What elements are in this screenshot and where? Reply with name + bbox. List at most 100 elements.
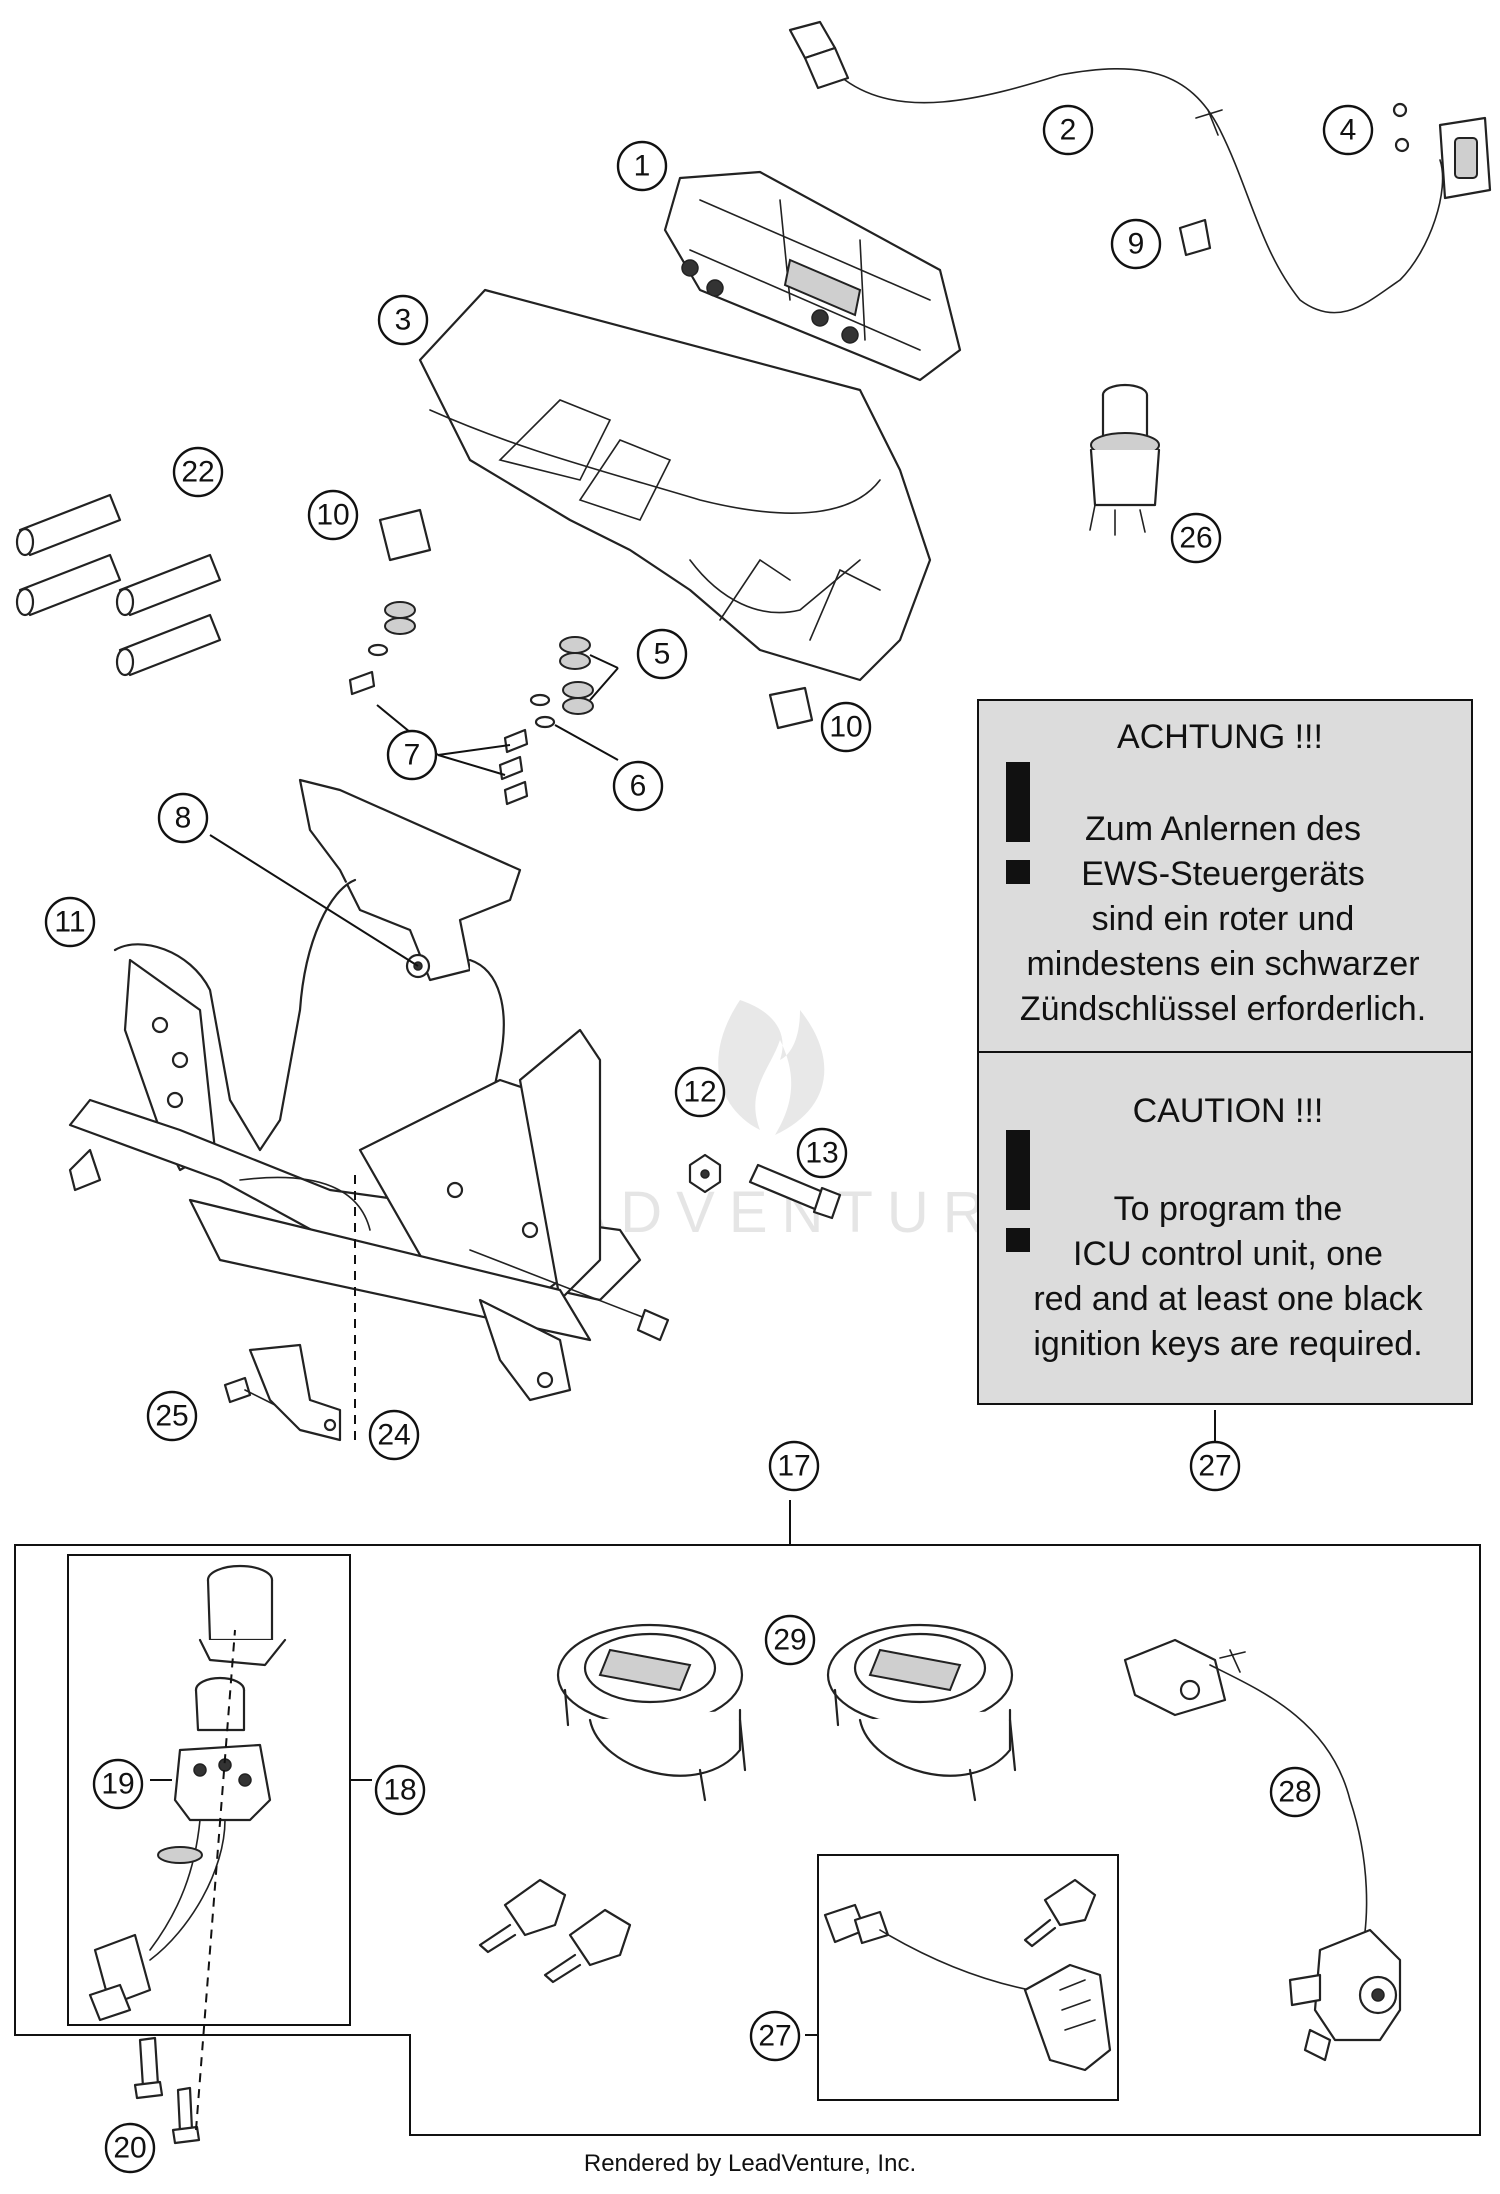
part-keys-black	[478, 1878, 632, 1984]
part-relay-module	[1392, 102, 1492, 200]
svg-text:10: 10	[316, 499, 349, 532]
notice-de-line: sind ein roter und	[1092, 900, 1355, 938]
svg-text:17: 17	[777, 1450, 810, 1483]
callout-25[interactable]: 25	[146, 1390, 198, 1442]
callout-10[interactable]: 10	[307, 489, 359, 541]
notice-en-line: To program the	[1114, 1190, 1343, 1228]
part-grommets	[384, 601, 594, 715]
part-speed-nut-upper	[378, 508, 432, 562]
svg-text:12: 12	[683, 1076, 716, 1109]
notice-panel: ACHTUNG !!! Zum Anlernen des EWS-Steuerg…	[977, 699, 1473, 1405]
kit-frame-27	[817, 1854, 1119, 2101]
part-cable-clip	[1178, 218, 1212, 257]
callout-7[interactable]: 7	[386, 729, 438, 781]
part-icu-kit	[823, 1878, 1112, 2072]
svg-text:27: 27	[758, 2020, 791, 2053]
svg-text:1: 1	[634, 150, 651, 183]
notice-de-line: EWS-Steuergeräts	[1081, 855, 1364, 893]
callout-2[interactable]: 2	[1042, 104, 1094, 156]
svg-text:27: 27	[1198, 1450, 1231, 1483]
callout-18[interactable]: 18	[374, 1764, 426, 1816]
svg-text:3: 3	[395, 304, 412, 337]
exclamation-icon	[1006, 1130, 1030, 1210]
callout-24[interactable]: 24	[368, 1409, 420, 1461]
svg-text:5: 5	[654, 638, 671, 671]
svg-text:24: 24	[377, 1419, 410, 1452]
svg-text:18: 18	[383, 1774, 416, 1807]
part-washers	[367, 643, 556, 729]
callouts: 1 2 3 4 5 6 7 8 9 10 10 11 12 13 17 18 1…	[44, 104, 1374, 2174]
notice-de-line: mindestens ein schwarzer	[1026, 945, 1419, 983]
exclamation-dot-icon	[1006, 860, 1030, 884]
svg-text:29: 29	[773, 1624, 806, 1657]
part-instrument-cluster	[663, 170, 962, 382]
part-seat-lock	[1123, 1638, 1402, 2062]
kit-frames	[14, 1544, 1481, 2136]
notice-de-title: ACHTUNG !!!	[1117, 718, 1323, 756]
callout-13[interactable]: 13	[796, 1127, 848, 1179]
callout-26[interactable]: 26	[1170, 512, 1222, 564]
part-tank-cap-right	[826, 1623, 1017, 1802]
svg-text:25: 25	[155, 1400, 188, 1433]
notice-en-line: red and at least one black	[1033, 1280, 1423, 1318]
part-bolt-13	[748, 1163, 842, 1220]
callout-5[interactable]: 5	[636, 628, 688, 680]
exclamation-icon	[1006, 762, 1030, 842]
svg-text:20: 20	[113, 2132, 146, 2165]
callout-10[interactable]: 10	[820, 701, 872, 753]
callout-4[interactable]: 4	[1322, 104, 1374, 156]
part-tank-cap-left	[556, 1623, 747, 1802]
notice-en-title: CAUTION !!!	[1133, 1092, 1324, 1130]
callout-11[interactable]: 11	[44, 896, 96, 948]
part-fairing	[418, 288, 932, 682]
kit-frame-18	[67, 1554, 351, 2026]
callout-6[interactable]: 6	[612, 760, 664, 812]
part-screws-20	[133, 2036, 201, 2145]
svg-text:26: 26	[1179, 522, 1212, 555]
svg-text:2: 2	[1060, 114, 1077, 147]
callout-3[interactable]: 3	[377, 294, 429, 346]
svg-text:22: 22	[181, 456, 214, 489]
kit-frame-17	[14, 1544, 1481, 2136]
callout-27[interactable]: 27	[749, 2010, 801, 2062]
callout-19[interactable]: 19	[92, 1758, 144, 1810]
part-ignition-lock	[88, 1564, 287, 2022]
callout-1[interactable]: 1	[616, 140, 668, 192]
part-screw-25	[223, 1376, 276, 1406]
render-credit: Rendered by LeadVenture, Inc.	[583, 2150, 917, 2177]
svg-text:28: 28	[1278, 1776, 1311, 1809]
leader-lines	[150, 654, 1216, 2131]
notice-en-line: ignition keys are required.	[1033, 1325, 1422, 1363]
exclamation-dot-icon	[1006, 1228, 1030, 1252]
callout-27[interactable]: 27	[1189, 1440, 1241, 1492]
notice-german	[977, 699, 1473, 1053]
notice-de-line: Zündschlüssel erforderlich.	[1020, 990, 1426, 1028]
part-bushings	[15, 493, 222, 677]
part-mount-bracket-24	[248, 1343, 342, 1442]
svg-text:9: 9	[1128, 228, 1145, 261]
callout-8[interactable]: 8	[157, 792, 209, 844]
callout-28[interactable]: 28	[1269, 1766, 1321, 1818]
svg-text:6: 6	[630, 770, 647, 803]
svg-text:4: 4	[1340, 114, 1357, 147]
svg-text:11: 11	[54, 906, 85, 939]
svg-text:19: 19	[101, 1768, 134, 1801]
part-nut-12	[688, 1153, 722, 1194]
notice-en-line: ICU control unit, one	[1073, 1235, 1383, 1273]
part-wiring-harness	[788, 20, 1444, 314]
callout-9[interactable]: 9	[1110, 218, 1162, 270]
svg-text:8: 8	[175, 802, 192, 835]
callout-17[interactable]: 17	[768, 1440, 820, 1492]
part-long-bolt	[469, 1249, 670, 1342]
part-power-socket	[1089, 383, 1161, 536]
notice-english	[977, 1051, 1473, 1405]
part-screws	[348, 670, 529, 806]
callout-12[interactable]: 12	[674, 1066, 726, 1118]
svg-text:13: 13	[805, 1137, 838, 1170]
svg-text:7: 7	[404, 739, 421, 772]
callout-22[interactable]: 22	[172, 446, 224, 498]
callout-20[interactable]: 20	[104, 2122, 156, 2174]
callout-29[interactable]: 29	[764, 1614, 816, 1666]
svg-text:10: 10	[829, 711, 862, 744]
